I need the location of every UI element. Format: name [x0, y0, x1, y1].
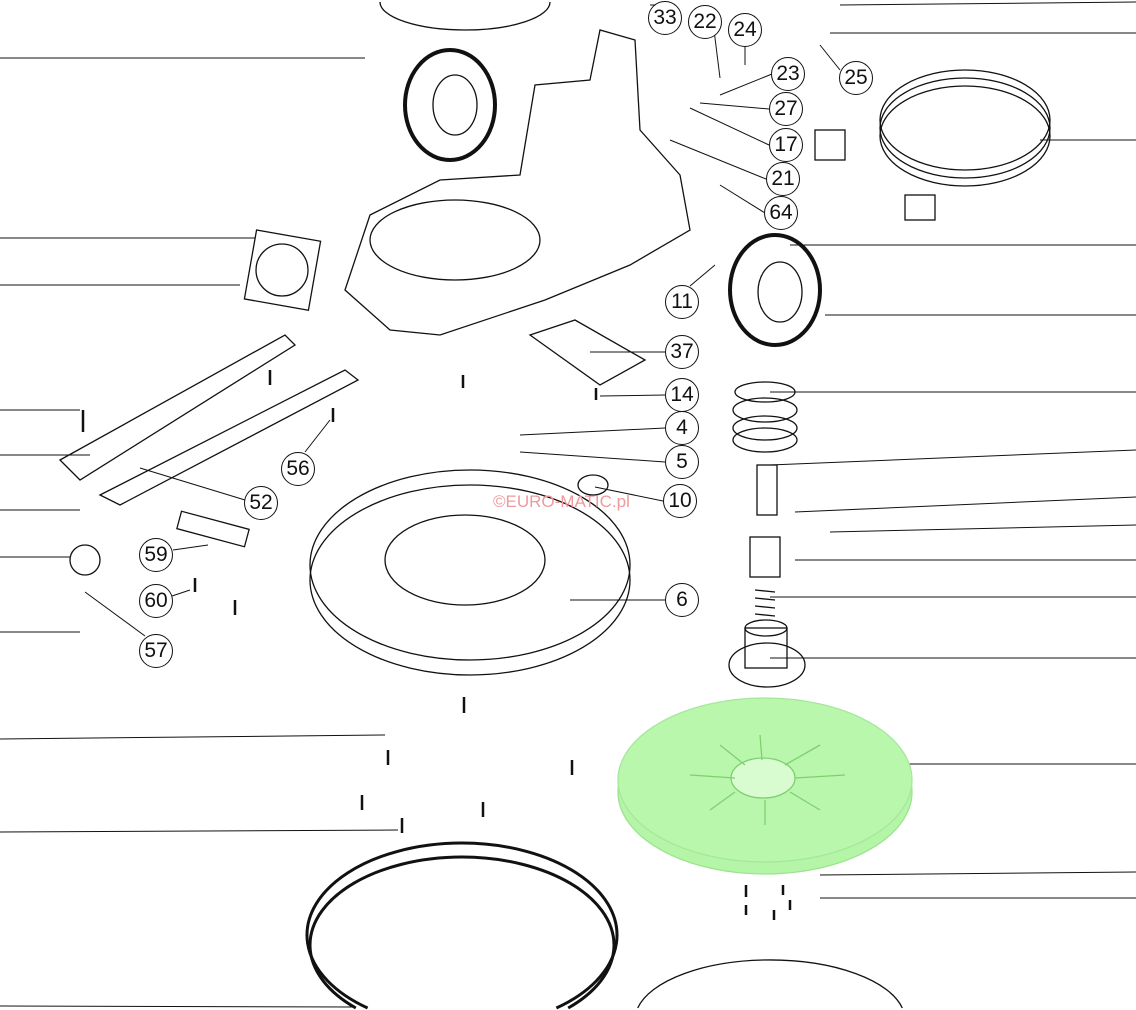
base-plate: [309, 469, 631, 676]
pulley: [732, 381, 798, 453]
callout-52: 52: [244, 486, 278, 520]
callout-59: 59: [139, 538, 173, 572]
callout-37: 37: [665, 335, 699, 369]
callout-17: 17: [769, 128, 803, 162]
highlighted-pad-disc: [617, 697, 913, 875]
handle-bar: [58, 334, 360, 506]
callout-21: 21: [766, 162, 800, 196]
skirt-ring: [305, 841, 619, 1010]
callout-56: 56: [281, 452, 315, 486]
callout-22: 22: [688, 5, 722, 39]
shaft: [756, 464, 778, 516]
watermark: ©EURO-MATIC.pl: [493, 492, 630, 511]
cap: [577, 474, 609, 496]
callout-24: 24: [728, 13, 762, 47]
caster-wheel: [69, 544, 101, 576]
plate: [528, 319, 647, 386]
screws: [81, 370, 792, 920]
spring: [754, 589, 776, 617]
hub: [728, 619, 806, 688]
callout-33: 33: [648, 1, 682, 35]
callout-64: 64: [764, 196, 798, 230]
power-cord: [814, 69, 1051, 221]
callout-25: 25: [839, 61, 873, 95]
callout-57: 57: [139, 634, 173, 668]
bracket: [176, 510, 250, 548]
callout-6: 6: [665, 583, 699, 617]
bottom-pad: [637, 959, 903, 1009]
callout-5: 5: [665, 445, 699, 479]
wheel-left: [403, 48, 497, 162]
callout-4: 4: [665, 411, 699, 445]
callout-10: 10: [663, 484, 697, 518]
callout-14: 14: [665, 378, 699, 412]
callout-23: 23: [771, 57, 805, 91]
motor-cover: [379, 1, 551, 31]
callout-27: 27: [769, 92, 803, 126]
wheel-right: [728, 233, 822, 347]
bushing: [749, 536, 781, 578]
callout-11: 11: [665, 285, 699, 319]
chassis: [344, 29, 691, 336]
fan: [243, 229, 322, 311]
callout-60: 60: [139, 584, 173, 618]
